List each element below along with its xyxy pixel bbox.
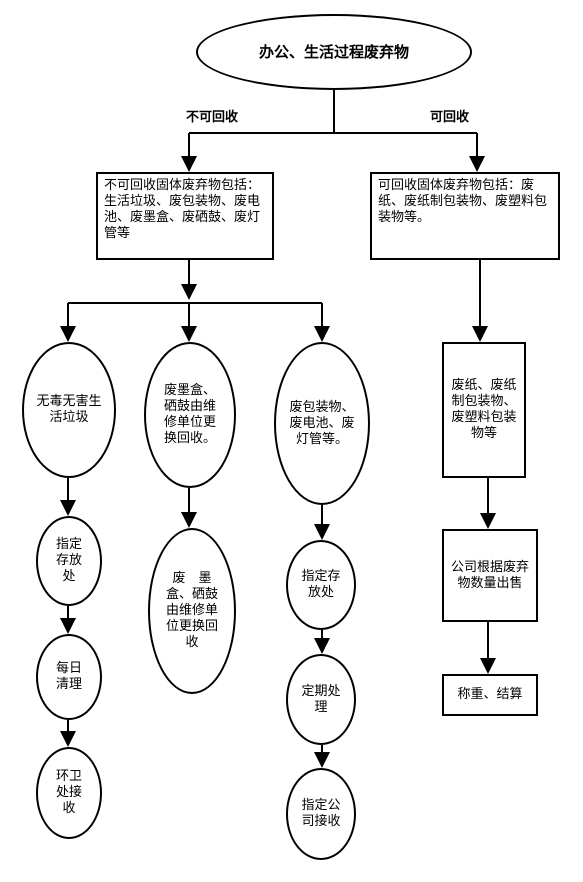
recyclable-text: 可回收固体废弃物包括：废纸、废纸制包装物、废塑料包装物等。	[378, 178, 548, 225]
col4-text-3: 称重、结算	[457, 687, 523, 702]
col3-text-3: 定期处理	[301, 683, 341, 715]
col4-text-1: 废纸、废纸制包装物、废塑料包装物等	[451, 378, 517, 441]
col3-node-2: 指定存放处	[286, 540, 356, 630]
col2-text-1: 废墨盒、硒鼓由维修单位更换回收。	[163, 383, 216, 446]
nonrecyclable-text: 不可回收固体废弃物包括：生活垃圾、废包装物、废电池、废墨盒、废硒鼓、废灯管等	[104, 178, 261, 241]
col3-node-3: 定期处理	[286, 654, 356, 745]
col2-node-2: 废 墨盒、硒鼓由维修单位更换回收	[148, 528, 236, 694]
col3-text-4: 指定公司接收	[301, 798, 341, 829]
branch-label-recyclable: 可回收	[430, 110, 470, 125]
col4-box-3: 称重、结算	[442, 674, 538, 716]
col1-node-4: 环卫处接收	[36, 747, 102, 839]
col2-node-1: 废墨盒、硒鼓由维修单位更换回收。	[144, 342, 236, 488]
col2-text-2: 废 墨盒、硒鼓由维修单位更换回收	[165, 571, 218, 650]
recyclable-box: 可回收固体废弃物包括：废纸、废纸制包装物、废塑料包装物等。	[370, 172, 560, 260]
root-node: 办公、生活过程废弃物	[196, 14, 472, 90]
col1-text-4: 环卫处接收	[55, 769, 82, 816]
col1-node-2: 指定存放处	[36, 516, 102, 606]
nonrecyclable-box: 不可回收固体废弃物包括：生活垃圾、废包装物、废电池、废墨盒、废硒鼓、废灯管等	[96, 172, 274, 260]
col1-text-3: 每日清理	[55, 661, 82, 692]
col1-text-1: 无毒无害生活垃圾	[36, 394, 102, 425]
col4-box-1: 废纸、废纸制包装物、废塑料包装物等	[442, 342, 526, 478]
col1-node-3: 每日清理	[36, 634, 102, 720]
col3-text-2: 指定存放处	[301, 569, 341, 600]
col4-text-2: 公司根据废弃物数量出售	[450, 559, 529, 591]
col4-box-2: 公司根据废弃物数量出售	[442, 529, 538, 622]
branch-label-nonrecyclable: 不可回收	[186, 110, 239, 125]
col1-text-2: 指定存放处	[55, 537, 82, 584]
col1-node-1: 无毒无害生活垃圾	[22, 342, 116, 478]
col3-node-1: 废包装物、废电池、废灯管等。	[274, 342, 370, 505]
col3-node-4: 指定公司接收	[286, 768, 356, 860]
root-title: 办公、生活过程废弃物	[258, 43, 409, 61]
col3-text-1: 废包装物、废电池、废灯管等。	[289, 399, 355, 447]
